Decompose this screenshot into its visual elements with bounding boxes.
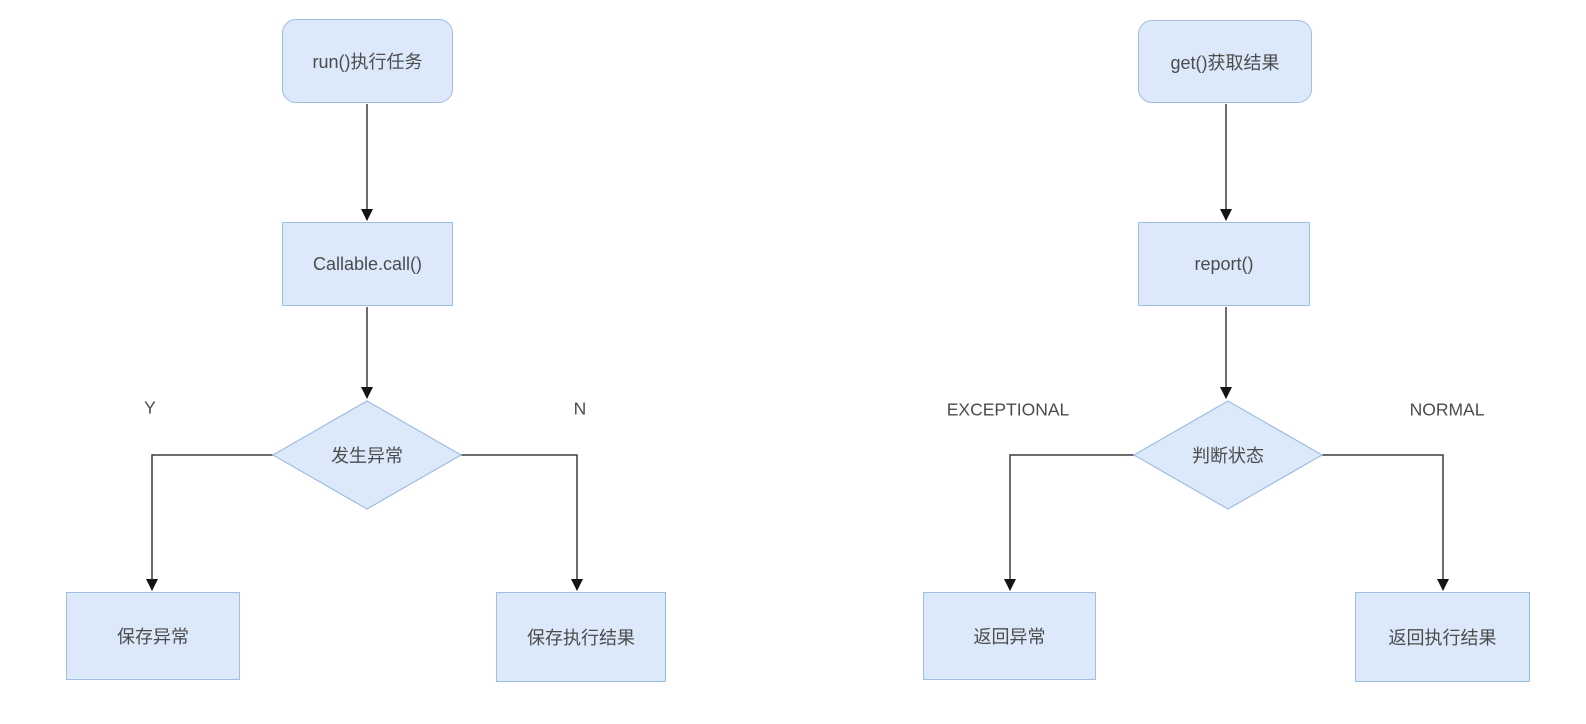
branch-label-normal: NORMAL <box>1409 399 1485 420</box>
decision-node-exception: 发生异常 <box>272 400 462 510</box>
process-node-report: report() <box>1138 222 1310 306</box>
result-node-return-result: 返回执行结果 <box>1355 592 1530 682</box>
result-node-return-exception: 返回异常 <box>923 592 1096 680</box>
node-label: Callable.call() <box>312 253 423 274</box>
process-node-callable-call: Callable.call() <box>282 222 453 306</box>
start-node-get: get()获取结果 <box>1138 20 1312 103</box>
edge-decision-to-save-exception <box>146 454 273 591</box>
branch-label-y: Y <box>144 397 156 418</box>
diamond-shape <box>1133 400 1323 510</box>
diamond-shape <box>272 400 462 510</box>
node-label: 保存执行结果 <box>527 628 635 648</box>
node-label: 发生异常 <box>331 446 403 466</box>
result-node-save-result: 保存执行结果 <box>496 592 666 682</box>
node-label: 判断状态 <box>1192 446 1264 466</box>
branch-label-exceptional: EXCEPTIONAL <box>946 399 1070 420</box>
branch-label-n: N <box>573 398 587 419</box>
node-label: 保存异常 <box>117 627 189 647</box>
node-label: get()获取结果 <box>1170 52 1280 73</box>
node-label: report() <box>1194 253 1254 274</box>
edge-decision-to-save-result <box>461 454 583 591</box>
node-label: 返回异常 <box>973 627 1046 647</box>
decision-node-judge-status: 判断状态 <box>1133 400 1323 510</box>
node-label: 返回执行结果 <box>1388 628 1497 648</box>
start-node-run: run()执行任务 <box>282 19 453 103</box>
edge-decision-to-return-exception <box>1004 454 1134 591</box>
edge-decision-to-return-result <box>1322 454 1449 591</box>
result-node-save-exception: 保存异常 <box>66 592 240 680</box>
node-label: run()执行任务 <box>312 52 423 72</box>
